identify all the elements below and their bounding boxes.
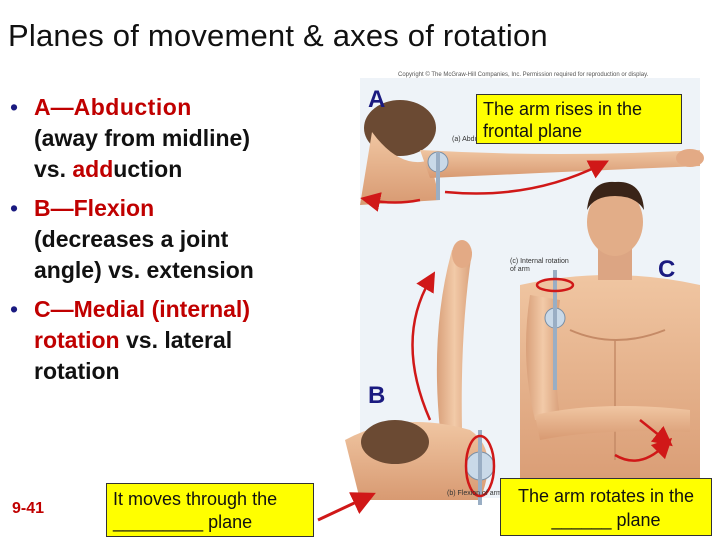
- bullet-a-prefix: A—: [34, 94, 74, 120]
- bullet-b-word: Flexion: [74, 195, 155, 221]
- bullet-abduction: • A—Abduction (away from midline) vs. ad…: [10, 92, 330, 185]
- bullet-dot: •: [10, 92, 18, 123]
- caption-internal-rotation: (c) Internal rotation of arm: [510, 258, 570, 274]
- page-number: 9-41: [12, 500, 44, 518]
- callout-arm-rises: The arm rises in the frontal plane: [476, 94, 682, 144]
- figure-letter-a: A: [368, 86, 385, 114]
- figure-letter-b: B: [368, 382, 385, 410]
- caption-flexion: (b) Flexion of arm: [447, 490, 502, 498]
- bullet-b-prefix: B—: [34, 195, 74, 221]
- bullet-a-line3-pre: vs.: [34, 156, 72, 182]
- copyright-notice: Copyright © The McGraw-Hill Companies, I…: [398, 72, 648, 78]
- bullet-c-line2-red: rotation: [34, 327, 120, 353]
- bullet-dot: •: [10, 294, 18, 325]
- bullet-list: • A—Abduction (away from midline) vs. ad…: [10, 92, 330, 395]
- bullet-rotation: • C—Medial (internal) rotation vs. later…: [10, 294, 330, 387]
- bullet-b-line2: (decreases a joint: [34, 224, 330, 255]
- bullet-c-line2-black: vs. lateral: [120, 327, 233, 353]
- bullet-flexion: • B—Flexion (decreases a joint angle) vs…: [10, 193, 330, 286]
- bullet-a-line2: (away from midline): [34, 123, 330, 154]
- bullet-c-line3: rotation: [34, 356, 330, 387]
- bullet-a-word: Abduction: [74, 94, 192, 120]
- callout-moves-through: It moves through the _________ plane: [106, 483, 314, 537]
- bullet-c-word: Medial (internal): [74, 296, 250, 322]
- bullet-dot: •: [10, 193, 18, 224]
- bullet-a-line3-word: add: [72, 156, 113, 182]
- figure-letter-c: C: [658, 256, 675, 284]
- callout-arm-rotates: The arm rotates in the ______ plane: [500, 478, 712, 536]
- bullet-c-prefix: C—: [34, 296, 74, 322]
- bullet-a-line3-post: uction: [113, 156, 182, 182]
- bullet-b-line3: angle) vs. extension: [34, 255, 330, 286]
